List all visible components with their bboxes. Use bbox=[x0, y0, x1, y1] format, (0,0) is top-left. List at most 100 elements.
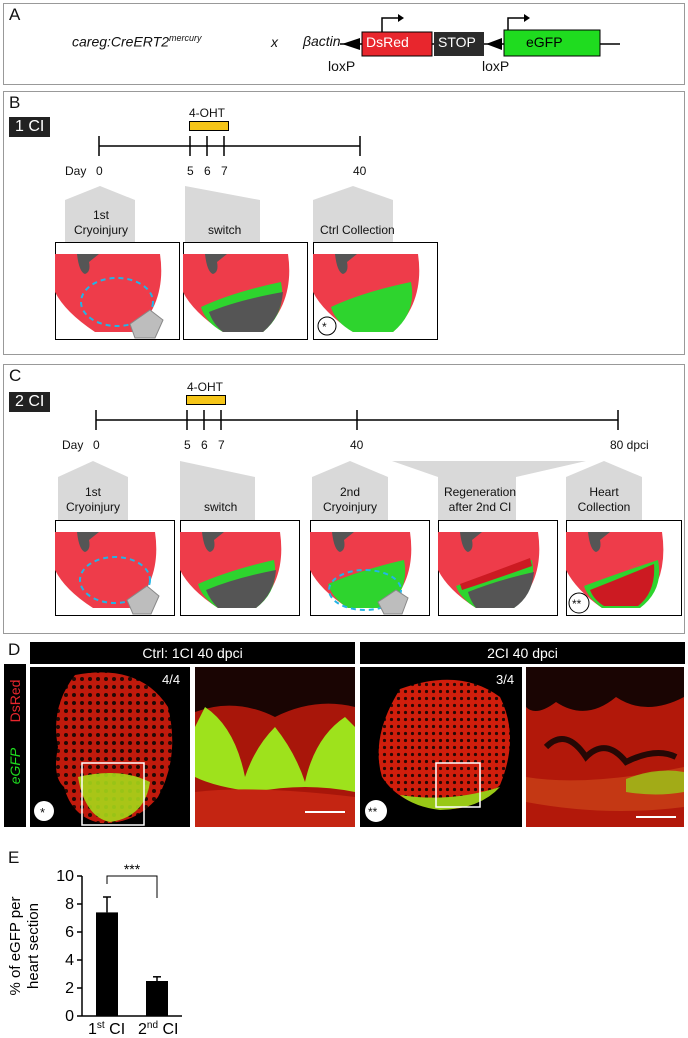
tick-label-c-5: 5 bbox=[184, 438, 191, 452]
loxp-label-2: loxP bbox=[482, 58, 510, 74]
cross-right-label: βactin bbox=[303, 33, 341, 49]
y-tick-label: 6 bbox=[65, 924, 74, 941]
heart-c-2 bbox=[180, 520, 300, 616]
injury-region bbox=[80, 277, 154, 327]
promoter-arrow-2 bbox=[507, 17, 524, 32]
mark-2ci: ** bbox=[368, 805, 378, 819]
x-tick-label: 2nd CI bbox=[138, 1020, 178, 1038]
panel-e-label: E bbox=[8, 848, 20, 867]
y-axis-label: heart section bbox=[25, 903, 42, 989]
ventricle bbox=[55, 254, 162, 332]
tick-label-b-40: 40 bbox=[353, 164, 367, 178]
micrograph-2ci-overview bbox=[360, 667, 522, 827]
stop-box bbox=[434, 32, 484, 56]
side-label-egfp: eGFP bbox=[7, 747, 23, 785]
promoter-arrow-1 bbox=[381, 17, 398, 32]
cryoprobe-icon bbox=[129, 309, 164, 339]
x-tick-label: 1st CI bbox=[88, 1020, 125, 1038]
header-2ci: 2CI 40 dpci bbox=[360, 642, 685, 664]
tick-label-c-0: 0 bbox=[93, 438, 100, 452]
callouts-c bbox=[58, 461, 642, 520]
timeline-b bbox=[98, 136, 361, 156]
drug-label-b: 4-OHT bbox=[189, 106, 225, 120]
callout-c-3 bbox=[312, 461, 388, 520]
micrograph-ctrl-zoom bbox=[195, 667, 355, 827]
loxp-triangle-2 bbox=[486, 38, 502, 50]
panel-d-label: D bbox=[8, 640, 21, 659]
y-tick-label: 0 bbox=[65, 1008, 74, 1025]
day-label-c: Day bbox=[62, 438, 84, 452]
heart-b-2 bbox=[183, 242, 308, 340]
heart-b-1 bbox=[55, 242, 180, 340]
asterisk-c: ** bbox=[572, 597, 582, 611]
header-ctrl: Ctrl: 1CI 40 dpci bbox=[30, 642, 355, 664]
tick-label-c-80: 80 dpci bbox=[610, 438, 649, 452]
callout-c-1 bbox=[58, 461, 128, 520]
significance-bracket bbox=[106, 875, 158, 898]
stage-c-4: Regeneration after 2nd CI bbox=[443, 485, 517, 514]
zoom-box bbox=[435, 762, 481, 808]
loxp-label-1: loxP bbox=[328, 58, 356, 74]
tick-label-b-7: 7 bbox=[221, 164, 228, 178]
drug-bar-c bbox=[186, 395, 226, 405]
callout-b-2 bbox=[185, 186, 260, 242]
y-tick-label: 2 bbox=[65, 980, 74, 997]
stage-b-3: Ctrl Collection bbox=[320, 223, 395, 237]
cross-left-label: careg:CreERT2mercury bbox=[72, 33, 202, 50]
callout-b-3 bbox=[313, 186, 393, 242]
micrograph-2ci-zoom bbox=[526, 667, 684, 827]
drug-label-c: 4-OHT bbox=[187, 380, 223, 394]
day-label-b: Day bbox=[65, 164, 87, 178]
callout-b-1 bbox=[65, 186, 135, 242]
tick-label-b-0: 0 bbox=[96, 164, 103, 178]
heart-c-5 bbox=[566, 520, 682, 616]
panel-c-label: C bbox=[9, 366, 22, 385]
heart-b-3 bbox=[313, 242, 438, 340]
tick-label-b-6: 6 bbox=[204, 164, 211, 178]
y-axis-label: % of eGFP per bbox=[7, 897, 24, 996]
stage-c-1: 1st Cryoinjury bbox=[65, 485, 120, 514]
bar bbox=[146, 981, 168, 1016]
tick-label-b-5: 5 bbox=[187, 164, 194, 178]
zoom-box bbox=[81, 762, 145, 826]
dsred-box bbox=[361, 31, 433, 57]
bar bbox=[96, 912, 118, 1016]
callout-c-4 bbox=[392, 461, 586, 520]
count-ctrl: 4/4 bbox=[162, 672, 181, 687]
cryoprobe-icon bbox=[126, 585, 160, 615]
heart-c-3 bbox=[310, 520, 430, 616]
panel-b-tag: 1 CI bbox=[9, 117, 51, 137]
y-tick-label: 10 bbox=[56, 868, 74, 885]
mark-ctrl: * bbox=[40, 805, 46, 820]
micrograph-ctrl-overview bbox=[30, 667, 190, 827]
drug-bar-b bbox=[189, 121, 229, 131]
stage-c-2: switch bbox=[204, 500, 238, 514]
bulbus bbox=[77, 254, 99, 274]
stage-b-2: switch bbox=[208, 223, 242, 237]
egfp-label: eGFP bbox=[526, 34, 563, 50]
panel-a-label: A bbox=[9, 5, 21, 24]
tick-label-c-6: 6 bbox=[201, 438, 208, 452]
callout-c-2 bbox=[180, 461, 255, 520]
stop-label: STOP bbox=[438, 34, 476, 50]
tick-label-c-7: 7 bbox=[218, 438, 225, 452]
stage-b-1: 1st Cryoinjury bbox=[73, 208, 128, 237]
construct-diagram bbox=[340, 14, 620, 57]
dsred-label: DsRed bbox=[366, 34, 409, 50]
side-bar-d bbox=[4, 664, 26, 827]
callout-c-5 bbox=[566, 461, 642, 520]
panel-c-tag: 2 CI bbox=[9, 392, 51, 412]
y-tick-label: 4 bbox=[65, 952, 74, 969]
count-2ci: 3/4 bbox=[496, 672, 515, 687]
stage-c-3: 2nd Cryoinjury bbox=[322, 485, 377, 514]
asterisk-b: * bbox=[322, 320, 327, 334]
significance-label: *** bbox=[124, 861, 141, 877]
cross-left-superscript: mercury bbox=[169, 33, 202, 43]
heart-c-1 bbox=[55, 520, 175, 616]
callouts-b bbox=[65, 186, 393, 242]
stage-c-5: Heart Collection bbox=[577, 485, 631, 514]
egfp-box bbox=[503, 29, 601, 57]
heart-c-4 bbox=[438, 520, 558, 616]
side-label-dsred: DsRed bbox=[7, 679, 23, 723]
